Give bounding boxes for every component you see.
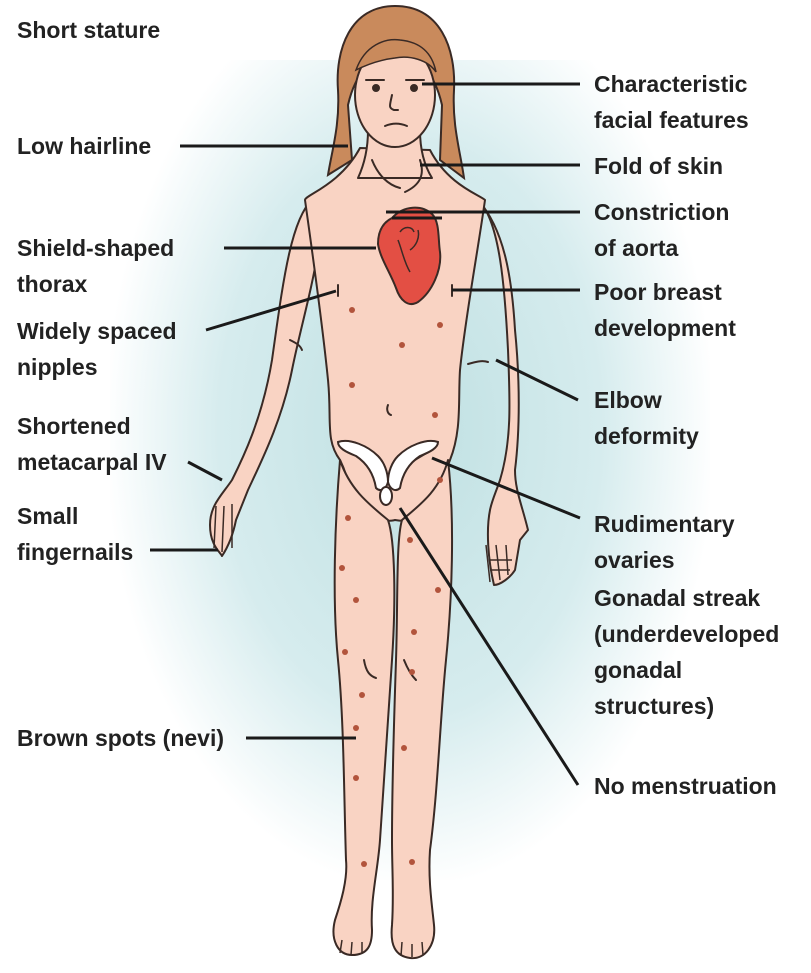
label-gonadal-2: (underdeveloped xyxy=(594,618,779,650)
label-menstruation: No menstruation xyxy=(594,770,777,802)
label-fold-skin: Fold of skin xyxy=(594,150,723,182)
label-elbow-1: Elbow xyxy=(594,384,662,416)
label-facial-2: facial features xyxy=(594,104,749,136)
leader-metacarpal xyxy=(188,462,222,480)
label-elbow-2: deformity xyxy=(594,420,699,452)
label-aorta-1: Constriction xyxy=(594,196,729,228)
label-metacarpal-2: metacarpal IV xyxy=(17,446,167,478)
label-shield-thorax-2: thorax xyxy=(17,268,87,300)
label-low-hairline: Low hairline xyxy=(17,130,151,162)
label-fingernails-2: fingernails xyxy=(17,536,133,568)
label-gonadal-1: Gonadal streak xyxy=(594,582,760,614)
label-facial-1: Characteristic xyxy=(594,68,747,100)
label-metacarpal-1: Shortened xyxy=(17,410,131,442)
label-short-stature: Short stature xyxy=(17,14,160,46)
label-widely-spaced-1: Widely spaced xyxy=(17,315,177,347)
body-silhouette xyxy=(210,43,528,958)
label-breast-2: development xyxy=(594,312,736,344)
label-widely-spaced-2: nipples xyxy=(17,351,98,383)
leader-widely-spaced xyxy=(206,291,336,330)
label-ovaries-2: ovaries xyxy=(594,544,675,576)
label-shield-thorax-1: Shield-shaped xyxy=(17,232,174,264)
label-ovaries-1: Rudimentary xyxy=(594,508,735,540)
label-gonadal-4: structures) xyxy=(594,690,714,722)
label-breast-1: Poor breast xyxy=(594,276,722,308)
label-aorta-2: of aorta xyxy=(594,232,678,264)
label-nevi: Brown spots (nevi) xyxy=(17,722,224,754)
label-fingernails-1: Small xyxy=(17,500,78,532)
label-gonadal-3: gonadal xyxy=(594,654,682,686)
